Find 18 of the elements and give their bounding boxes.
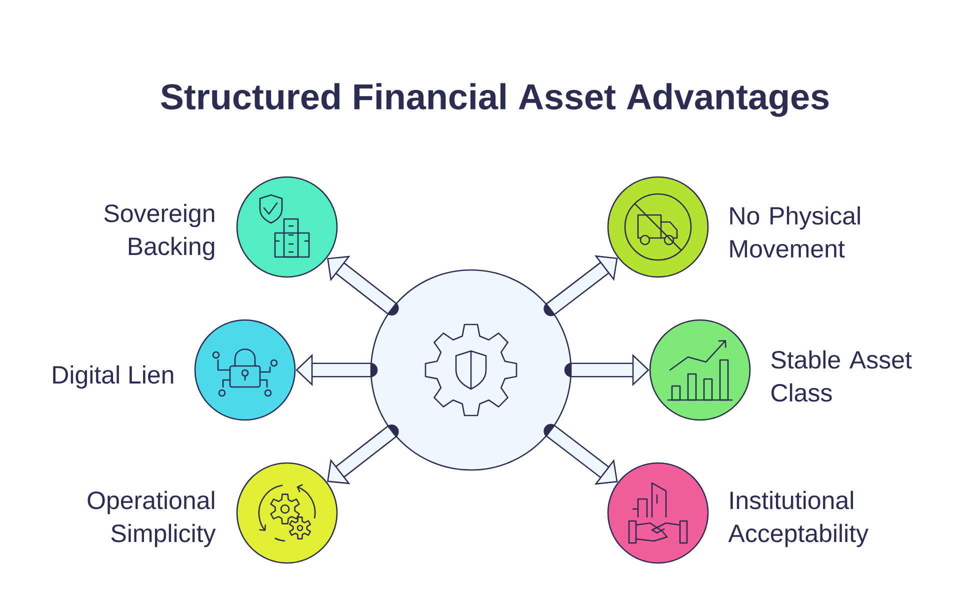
node-label: Stable Asset Class [771,350,912,402]
icon-circle [236,462,338,564]
block-arrow [327,424,399,484]
node-label: Operational Simplicity [88,490,216,548]
title: Structured Financial Asset Advantages [160,83,829,117]
node-label: Digital Lien [53,365,174,389]
icon-circle [607,176,709,278]
node-label: Institutional Acceptability [728,490,868,548]
node-label: Sovereign Backing [104,204,214,260]
icon-circle [649,319,751,421]
node-label: No Physical Movement [730,206,860,258]
block-arrow [544,424,618,485]
icon-circle [607,462,709,564]
block-arrow [544,255,618,316]
hub-circle [370,269,572,471]
block-arrow [327,256,399,316]
icon-circle [194,319,296,421]
icon-circle [236,176,338,278]
